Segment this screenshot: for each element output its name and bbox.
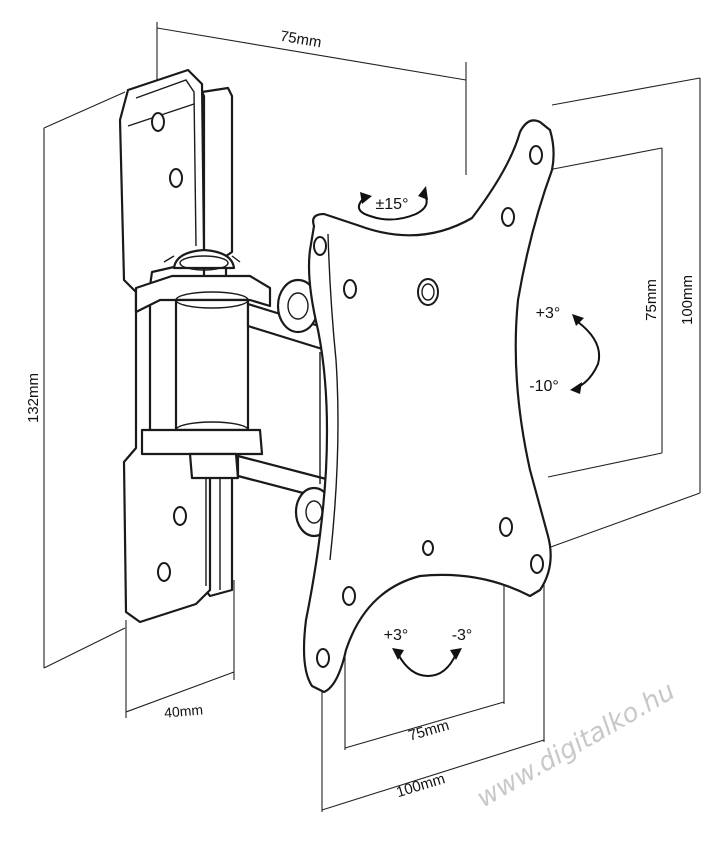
wall-screw-hole-icon [151, 112, 165, 132]
dimension-bottom-outer-width-label: 100mm [394, 770, 447, 801]
dimension-left-height-label: 132mm [25, 373, 42, 423]
dimension-bottom-left-width: 40mm [125, 580, 235, 721]
roll-rotation-indicator: +3° -3° [384, 627, 473, 678]
wall-screw-hole-icon [173, 506, 187, 526]
dimension-right-inner-height-label: 75mm [643, 279, 660, 321]
vesa-hole-icon [343, 279, 357, 299]
dimension-left-height: 132mm [25, 91, 126, 669]
pivot-knob-icon [172, 248, 236, 270]
vesa-hole-icon [342, 586, 356, 606]
dimension-bottom-inner-width-label: 75mm [406, 717, 451, 745]
center-hole-icon [422, 540, 434, 556]
wall-screw-hole-icon [169, 168, 183, 188]
pivot-nut [188, 452, 240, 480]
dimension-right-heights: 75mm 100mm [547, 77, 701, 549]
roll-positive-label: +3° [384, 627, 409, 644]
swivel-label: ±15° [376, 196, 409, 213]
dimension-right-outer-height-label: 100mm [679, 275, 696, 325]
wall-screw-hole-icon [157, 562, 171, 582]
swivel-rotation-indicator: ±15° [358, 186, 428, 221]
tilt-down-label: -10° [529, 378, 559, 395]
vesa-hole-icon [313, 236, 327, 256]
tilt-up-label: +3° [536, 305, 561, 322]
watermark: www.digitalko.hu [472, 676, 680, 814]
dimension-top-width-label: 75mm [279, 28, 323, 52]
roll-negative-label: -3° [452, 627, 473, 644]
vesa-plate [302, 119, 555, 694]
vesa-hole-icon [530, 554, 544, 574]
tilt-rotation-indicator: +3° -10° [529, 305, 600, 395]
vesa-hole-icon [499, 517, 513, 537]
vesa-hole-icon [529, 145, 543, 165]
dimension-bottom-left-width-label: 40mm [163, 701, 203, 720]
center-hole-icon [417, 278, 439, 306]
dimension-top-width: 75mm [156, 22, 467, 175]
pivot-cylinder [174, 298, 250, 432]
vesa-hole-icon [501, 207, 515, 227]
vesa-hole-icon [316, 648, 330, 668]
swivel-arm [134, 274, 334, 590]
